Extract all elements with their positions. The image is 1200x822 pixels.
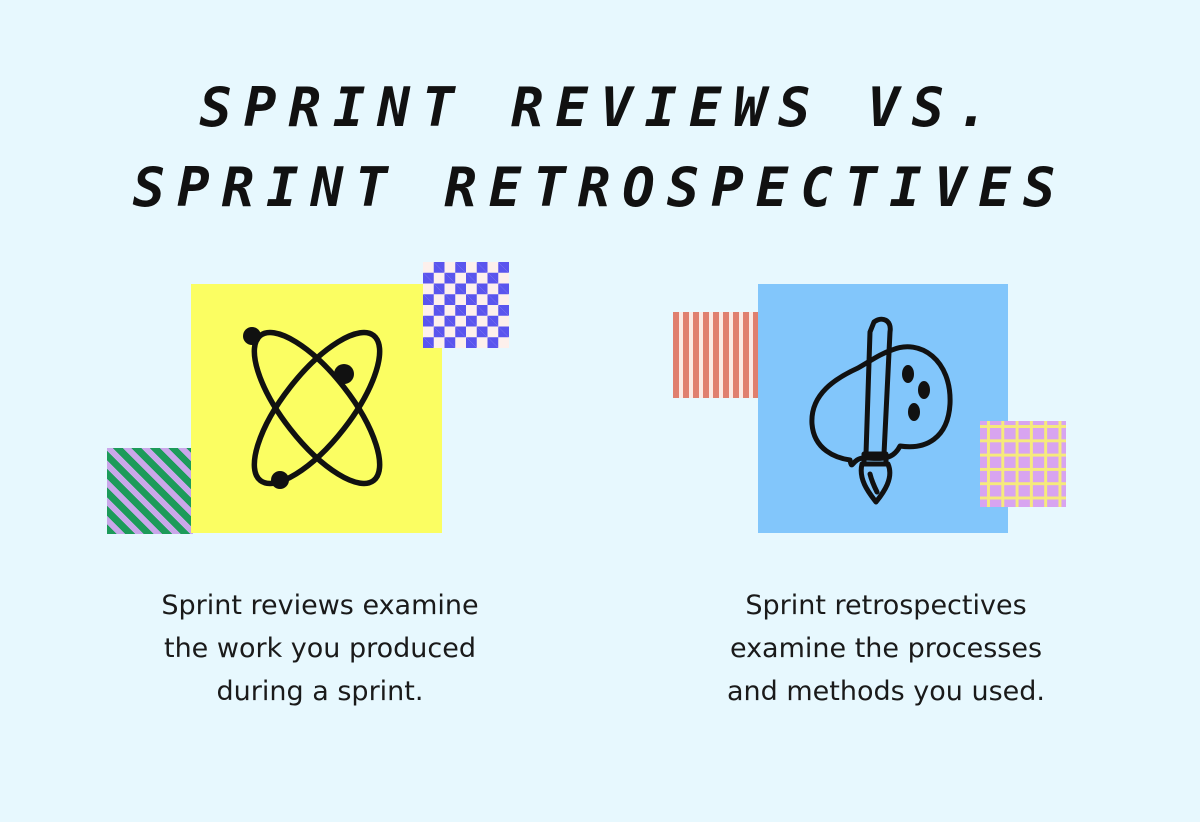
atom-icon (243, 327, 383, 489)
paint-palette-icon (809, 316, 953, 505)
vertical-stripe-pattern (673, 312, 759, 398)
sprint-reviews-caption: Sprint reviews examine the work you prod… (161, 590, 479, 707)
sprint-retrospectives-caption: Sprint retrospectives examine the proces… (726, 590, 1045, 707)
page-title: SPRINT REVIEWS VS. SPRINT RETROSPECTIVES (0, 68, 1200, 228)
title-line-2: SPRINT RETROSPECTIVES (132, 156, 1068, 219)
title-line-1: SPRINT REVIEWS VS. (199, 76, 1001, 139)
diagonal-stripe-pattern (107, 448, 193, 534)
yellow-card (191, 284, 442, 533)
grid-pattern (980, 421, 1066, 507)
checkerboard-pattern (423, 262, 509, 348)
